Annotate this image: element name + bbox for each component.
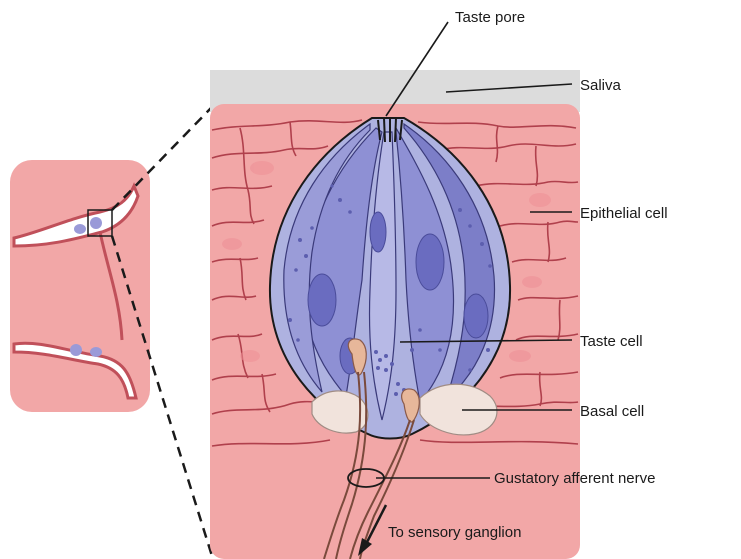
papilla-inset — [10, 160, 150, 412]
label-gustatory-afferent-nerve: Gustatory afferent nerve — [494, 470, 655, 487]
label-basal-cell: Basal cell — [580, 403, 644, 420]
label-taste-cell: Taste cell — [580, 333, 643, 350]
inset-bud — [90, 347, 102, 357]
inset-bud — [90, 217, 102, 229]
label-saliva: Saliva — [580, 77, 622, 94]
zoom-line-top — [112, 107, 212, 210]
inset-bud — [70, 344, 82, 356]
inset-bud — [74, 224, 86, 234]
label-taste-pore: Taste pore — [455, 9, 525, 26]
label-epithelial-cell: Epithelial cell — [580, 205, 668, 222]
label-to-sensory-ganglion: To sensory ganglion — [388, 524, 521, 541]
